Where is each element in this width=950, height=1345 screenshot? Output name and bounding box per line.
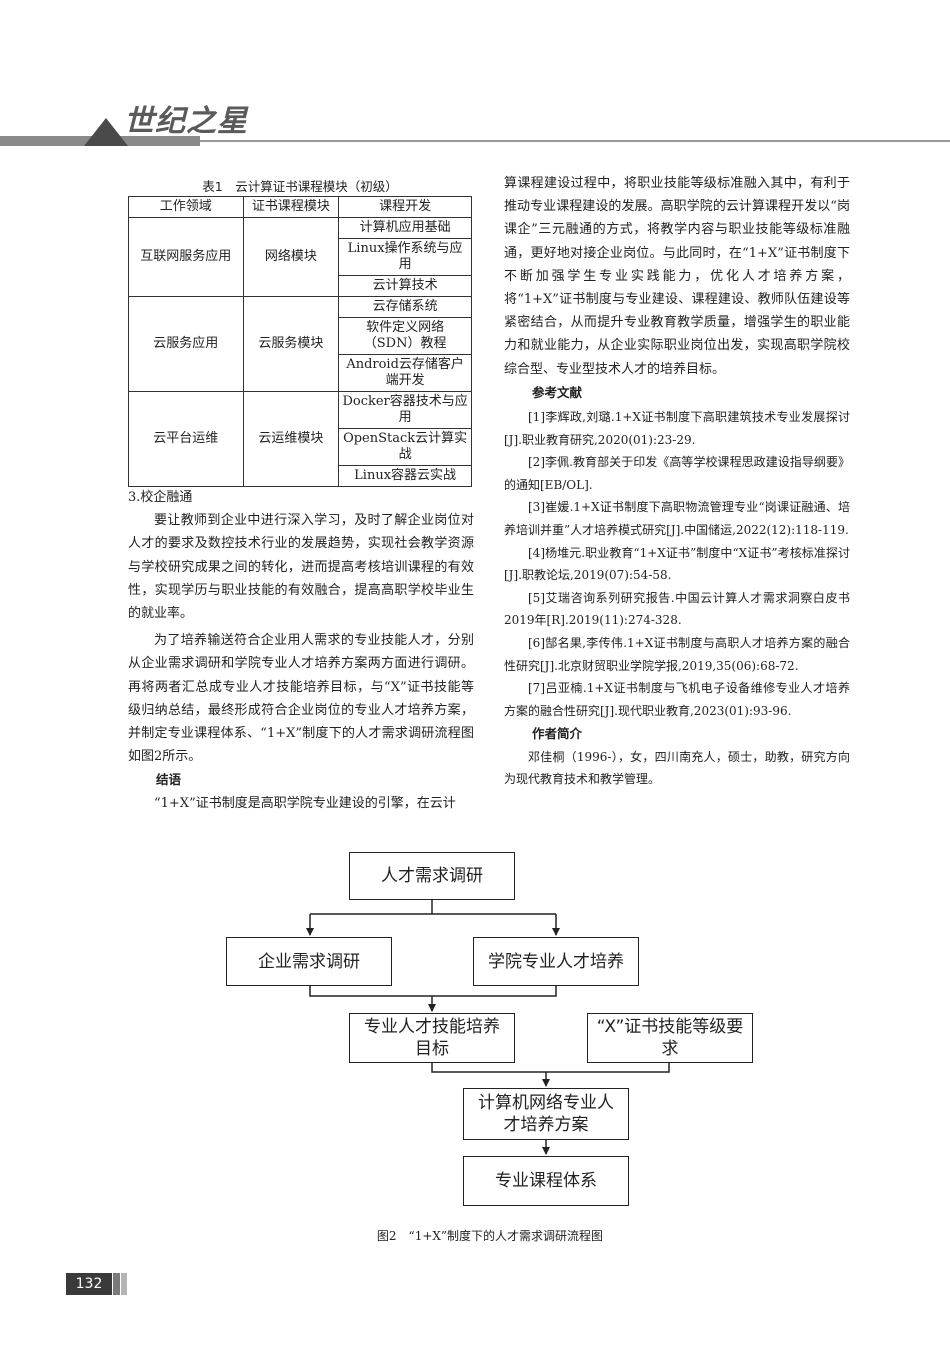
reference-item: [2]李佩.教育部关于印发《高等学校课程思政建设指导纲要》的通知[EB/OL]. [504, 455, 850, 492]
work-area-cell: 云平台运维 [128, 391, 244, 487]
references-heading: 参考文献 [532, 384, 583, 400]
author-heading: 作者简介 [532, 726, 583, 742]
section-heading: 3.校企融通 [128, 490, 193, 505]
module-cell: 云服务模块 [242, 296, 340, 392]
node-training-plan: 计算机网络专业人才培养方案 [463, 1088, 629, 1140]
figure-caption: 图2 “1+X”制度下的人才需求调研流程图 [376, 1229, 604, 1243]
table-row: Linux容器云实战 [129, 465, 472, 487]
reference-item: [5]艾瑞咨询系列研究报告.中国云计算人才需求洞察白皮书2019年[R].201… [504, 590, 850, 628]
reference-item: [6]郜名果,李传伟.1+X证书制度与高职人才培养方案的融合性研究[J].北京财… [504, 635, 850, 673]
course-cell: Linux容器云实战 [338, 465, 472, 487]
page-bar-dark [113, 1273, 120, 1295]
course-module-table: 工作领域 证书课程模块 课程开发 互联网服务应用 网络模块 计算机应用基础 Li… [128, 196, 472, 487]
table-caption: 表1 云计算证书课程模块（初级） [202, 179, 398, 194]
table-header-cell: 课程开发 [338, 196, 472, 218]
paragraph: 要让教师到企业中进行深入学习，及时了解企业岗位对人才的要求及数控技术行业的发展趋… [128, 513, 474, 622]
node-x-certificate: “X”证书技能等级要求 [587, 1013, 753, 1063]
course-cell: Docker容器技术与应用 [338, 391, 472, 429]
author-bio: 邓佳桐（1996-），女，四川南充人，硕士，助教，研究方向为现代教育技术和教学管… [504, 749, 850, 787]
conclusion-heading: 结语 [156, 772, 182, 788]
reference-item: [1]李辉政,刘璐.1+X证书制度下高职建筑技术专业发展探讨[J].职业教育研究… [504, 410, 850, 447]
reference-item: [3]崔媛.1+X证书制度下高职物流管理专业“岗课证融通、培养培训并重”人才培养… [504, 500, 850, 537]
course-cell: OpenStack云计算实战 [338, 428, 472, 466]
node-skill-goal: 专业人才技能培养目标 [349, 1013, 515, 1063]
paragraph: 算课程建设过程中，将职业技能等级标准融入其中，有利于推动专业课程建设的发展。高职… [504, 176, 850, 377]
table-header-cell: 工作领域 [128, 196, 244, 218]
paragraph: 为了培养输送符合企业用人需求的专业技能人才，分别从企业需求调研和学院专业人才培养… [128, 633, 474, 765]
work-area-cell: 云服务应用 [128, 296, 244, 392]
left-column: 3.校企融通 要让教师到企业中进行深入学习，及时了解企业岗位对人才的要求及数控技… [128, 486, 474, 815]
header-triangle [84, 118, 128, 146]
course-cell: Android云存储客户端开发 [338, 354, 472, 392]
table-row: Linux操作系统与应用 [129, 238, 472, 276]
table-row: OpenStack云计算实战 [129, 428, 472, 466]
reference-item: [4]杨堆元.职业教育“1+X证书”制度中“X证书”考核标准探讨[J].职教论坛… [504, 545, 850, 583]
paragraph: “1+X”证书制度是高职学院专业建设的引擎，在云计 [154, 795, 456, 811]
node-enterprise-research: 企业需求调研 [226, 937, 392, 986]
table-row: 互联网服务应用 网络模块 计算机应用基础 [128, 217, 472, 297]
node-demand-research: 人才需求调研 [349, 852, 515, 900]
table-row: Android云存储客户端开发 [129, 354, 472, 392]
course-cell: 计算机应用基础 [338, 217, 472, 239]
right-column: 算课程建设过程中，将职业技能等级标准融入其中，有利于推动专业课程建设的发展。高职… [504, 172, 850, 791]
connector-line [309, 986, 557, 997]
journal-column-title: 世纪之星 [124, 104, 248, 139]
course-cell: 软件定义网络（SDN）教程 [338, 317, 472, 355]
page-bar-light [121, 1273, 127, 1295]
node-college-training: 学院专业人才培养 [473, 937, 639, 986]
connector-line [431, 1063, 670, 1073]
table-row: 软件定义网络（SDN）教程 [129, 317, 472, 355]
page-number: 132 [66, 1273, 112, 1295]
reference-item: [7]吕亚楠.1+X证书制度与飞机电子设备维修专业人才培养方案的融合性研究[J]… [504, 681, 850, 718]
course-cell: Linux操作系统与应用 [338, 238, 472, 276]
table-row: 云服务应用 云服务模块 云存储系统 [128, 296, 472, 392]
header-rule [200, 140, 950, 142]
node-course-system: 专业课程体系 [463, 1156, 629, 1206]
module-cell: 云运维模块 [242, 391, 340, 487]
reference-list: [1]李辉政,刘璐.1+X证书制度下高职建筑技术专业发展探讨[J].职业教育研究… [504, 406, 850, 722]
table-row: 云平台运维 云运维模块 Docker容器技术与应用 [128, 391, 472, 487]
